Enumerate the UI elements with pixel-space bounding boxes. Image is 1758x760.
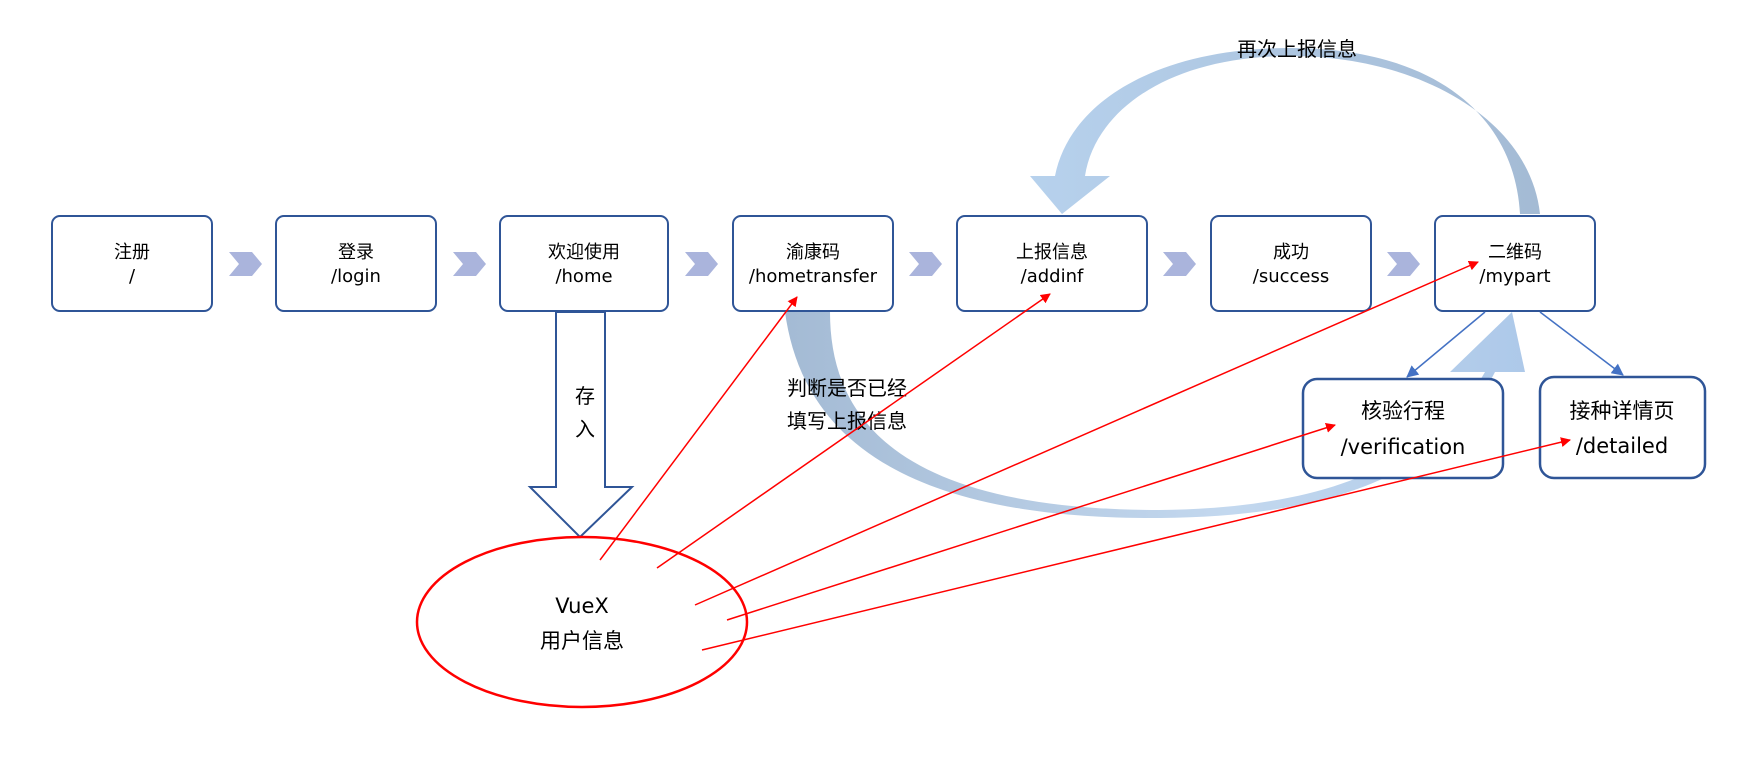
store-link-mypart xyxy=(694,261,1479,606)
node-register[interactable]: 注册 / xyxy=(51,215,213,312)
node-route: /mypart xyxy=(1479,266,1550,287)
node-verification[interactable]: 核验行程 /verification xyxy=(1301,377,1505,480)
store-subtitle: 用户信息 xyxy=(540,629,624,653)
flow-connectors xyxy=(229,252,1420,276)
chevron-arrow-icon xyxy=(1387,252,1420,276)
curved-arrow-reupload xyxy=(1030,48,1540,214)
store-title: VueX xyxy=(555,594,609,618)
chevron-arrow-icon xyxy=(453,252,486,276)
check-label-1: 判断是否已经 xyxy=(787,376,907,400)
store-into-arrow xyxy=(527,311,635,539)
store-link-addinf xyxy=(656,293,1051,569)
vuex-store[interactable]: VueX 用户信息 xyxy=(415,535,749,709)
node-title: 注册 xyxy=(114,242,150,263)
chevron-arrow-icon xyxy=(229,252,262,276)
node-title: 核验行程 xyxy=(1361,399,1445,423)
chevron-arrow-icon xyxy=(909,252,942,276)
node-title: 欢迎使用 xyxy=(548,242,620,263)
node-hometransfer[interactable]: 渝康码 /hometransfer xyxy=(732,215,894,312)
node-route: /login xyxy=(331,266,381,287)
node-detailed[interactable]: 接种详情页 /detailed xyxy=(1538,375,1707,480)
node-route: /verification xyxy=(1341,435,1466,459)
node-route: /detailed xyxy=(1576,434,1668,458)
check-label-2: 填写上报信息 xyxy=(787,409,907,433)
branch-arrow-detailed xyxy=(1539,311,1624,376)
node-route: /success xyxy=(1253,266,1329,287)
store-link-detailed xyxy=(701,437,1571,651)
node-route: /hometransfer xyxy=(749,266,878,287)
node-route: /home xyxy=(555,266,612,287)
node-login[interactable]: 登录 /login xyxy=(275,215,437,312)
node-route: / xyxy=(129,266,136,287)
chevron-arrow-icon xyxy=(1163,252,1196,276)
node-title: 上报信息 xyxy=(1016,242,1088,263)
node-title: 二维码 xyxy=(1488,242,1542,263)
store-arrow-label-2: 入 xyxy=(575,417,595,441)
node-addinf[interactable]: 上报信息 /addinf xyxy=(956,215,1148,312)
node-title: 登录 xyxy=(338,242,374,263)
store-arrow-label-1: 存 xyxy=(575,384,595,408)
chevron-arrow-icon xyxy=(685,252,718,276)
node-home[interactable]: 欢迎使用 /home xyxy=(499,215,669,312)
reupload-label: 再次上报信息 xyxy=(1237,37,1357,61)
store-link-verification xyxy=(726,422,1336,621)
store-link-hometransfer xyxy=(599,296,798,561)
store-links xyxy=(599,261,1571,651)
node-title: 渝康码 xyxy=(786,242,840,263)
node-route: /addinf xyxy=(1021,266,1084,287)
node-title: 接种详情页 xyxy=(1570,399,1675,423)
node-success[interactable]: 成功 /success xyxy=(1210,215,1372,312)
node-title: 成功 xyxy=(1273,242,1309,263)
node-mypart[interactable]: 二维码 /mypart xyxy=(1434,215,1596,312)
branch-arrow-verification xyxy=(1406,311,1486,378)
